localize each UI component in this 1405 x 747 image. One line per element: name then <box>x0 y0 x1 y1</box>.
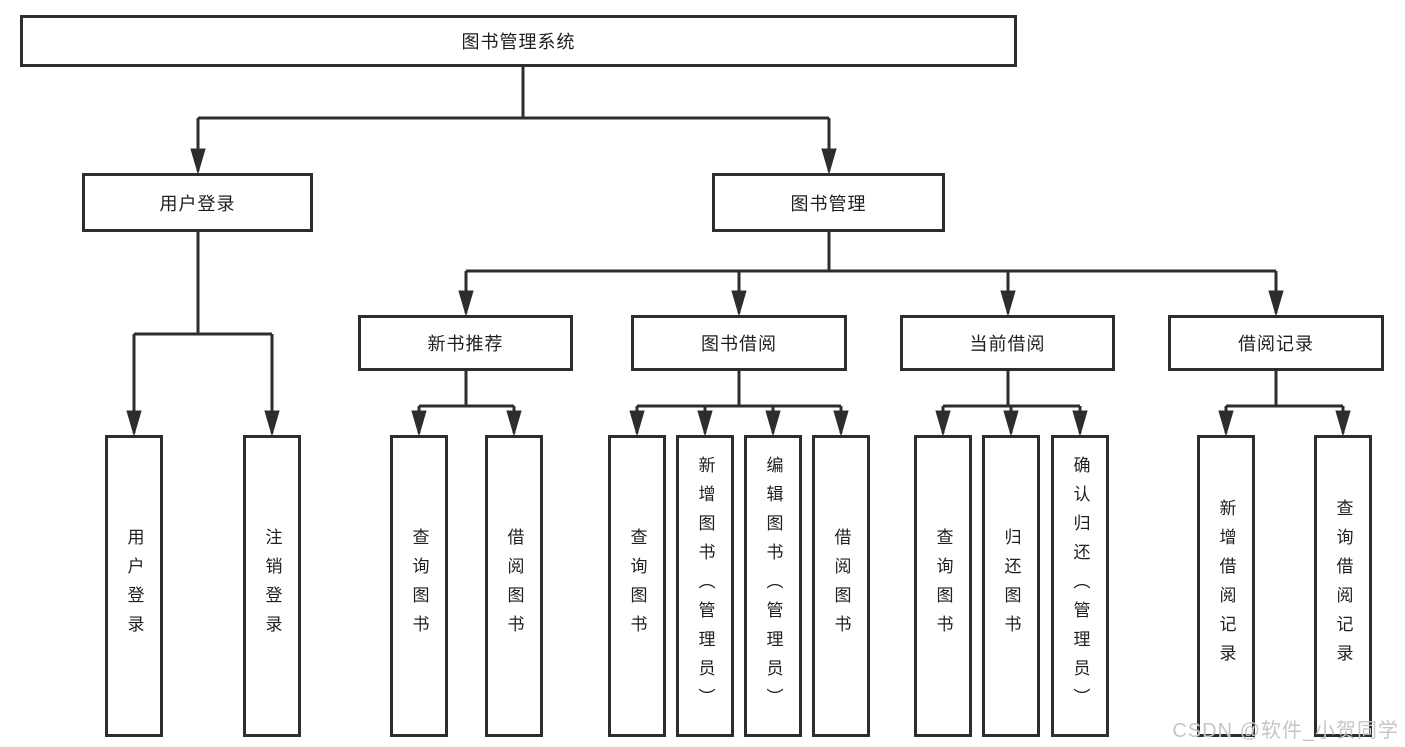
leaf-user-login: 用户登录 <box>105 435 163 737</box>
leaf-edit-book-admin-label: 编辑图书（管理员） <box>763 455 783 717</box>
leaf-borrow-query-book-label: 查询图书 <box>627 528 647 644</box>
node-user-login: 用户登录 <box>82 173 313 232</box>
node-borrow-record-label: 借阅记录 <box>1238 334 1314 354</box>
node-book-borrow-label: 图书借阅 <box>701 334 777 354</box>
node-root-label: 图书管理系统 <box>461 32 576 52</box>
node-borrow-record: 借阅记录 <box>1168 315 1384 371</box>
leaf-logout-label: 注销登录 <box>262 528 282 644</box>
connector-path <box>132 67 1345 433</box>
leaf-recommend-query-book-label: 查询图书 <box>409 528 429 644</box>
leaf-borrow-query-book: 查询图书 <box>608 435 666 737</box>
node-book-management-label: 图书管理 <box>790 193 867 214</box>
leaf-recommend-borrow-book: 借阅图书 <box>485 435 543 737</box>
node-current-borrow-label: 当前借阅 <box>969 334 1046 354</box>
leaf-recommend-borrow-book-label: 借阅图书 <box>504 528 524 644</box>
leaf-logout: 注销登录 <box>243 435 301 737</box>
leaf-confirm-return-admin-label: 确认归还（管理员） <box>1070 455 1090 717</box>
leaf-edit-book-admin: 编辑图书（管理员） <box>744 435 802 737</box>
leaf-confirm-return-admin: 确认归还（管理员） <box>1051 435 1109 737</box>
leaf-current-query-book: 查询图书 <box>914 435 972 737</box>
leaf-current-query-book-label: 查询图书 <box>933 528 953 644</box>
leaf-return-book-label: 归还图书 <box>1001 528 1021 644</box>
leaf-return-book: 归还图书 <box>982 435 1040 737</box>
node-user-login-label: 用户登录 <box>159 193 236 214</box>
leaf-user-login-label: 用户登录 <box>124 528 144 644</box>
node-current-borrow: 当前借阅 <box>900 315 1115 371</box>
csdn-watermark: CSDN @软件_小贺同学 <box>1172 720 1399 742</box>
node-book-borrow: 图书借阅 <box>631 315 847 371</box>
leaf-query-borrow-record-label: 查询借阅记录 <box>1333 499 1353 673</box>
node-root: 图书管理系统 <box>20 15 1017 67</box>
leaf-borrow-book-label: 借阅图书 <box>831 528 851 644</box>
node-new-book-recommend-label: 新书推荐 <box>427 334 504 354</box>
leaf-add-borrow-record-label: 新增借阅记录 <box>1216 499 1236 673</box>
leaf-recommend-query-book: 查询图书 <box>390 435 448 737</box>
leaf-add-book-admin-label: 新增图书（管理员） <box>695 455 715 717</box>
node-book-management: 图书管理 <box>712 173 945 232</box>
leaf-query-borrow-record: 查询借阅记录 <box>1314 435 1372 737</box>
leaf-add-book-admin: 新增图书（管理员） <box>676 435 734 737</box>
leaf-borrow-book: 借阅图书 <box>812 435 870 737</box>
leaf-add-borrow-record: 新增借阅记录 <box>1197 435 1255 737</box>
node-new-book-recommend: 新书推荐 <box>358 315 573 371</box>
